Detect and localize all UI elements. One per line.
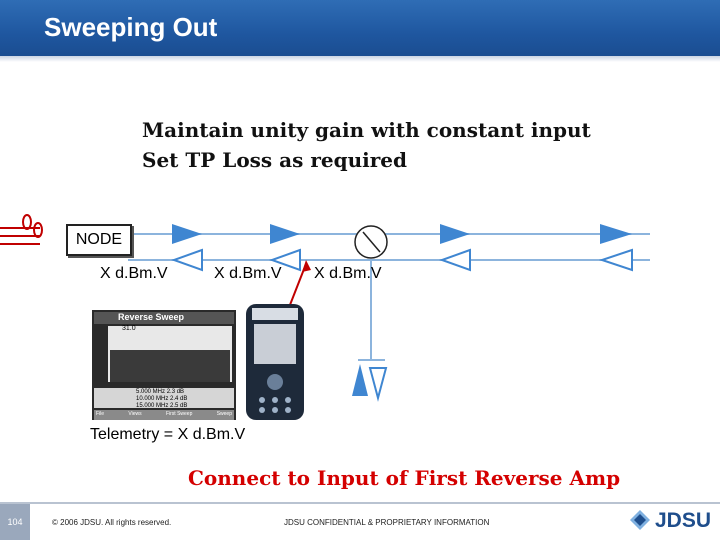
- softkey-file: File: [96, 411, 105, 417]
- confidential-text: JDSU CONFIDENTIAL & PROPRIETARY INFORMAT…: [284, 518, 490, 527]
- amplifier-icon: [171, 224, 203, 272]
- footer-divider: [0, 502, 720, 504]
- level-label: X d.Bm.V: [314, 265, 382, 282]
- instruction-line-2: Set TP Loss as required: [142, 148, 407, 172]
- level-label: X d.Bm.V: [214, 265, 282, 282]
- telemetry-label: Telemetry = X d.Bm.V: [90, 426, 246, 443]
- screen-row: 15.000 MHz 2.5 dB: [136, 403, 188, 409]
- softkey-first-sweep: First Sweep: [165, 411, 193, 417]
- screen-row: 5.000 MHz 2.3 dB: [136, 389, 185, 395]
- title-bar-shadow: [0, 56, 720, 62]
- sweep-screen-image: [92, 310, 236, 420]
- level-label: X d.Bm.V: [100, 265, 168, 282]
- amplifier-icon: [352, 364, 388, 402]
- network-diagram: [0, 214, 650, 420]
- instruction-line-1: Maintain unity gain with constant input: [142, 118, 591, 142]
- amplifier-icon: [269, 224, 301, 272]
- screen-row: 10.000 MHz 2.4 dB: [136, 396, 188, 402]
- jdsu-logo-text: JDSU: [655, 509, 712, 532]
- softkey-views: Views: [128, 411, 142, 417]
- tap-icon: [354, 225, 388, 259]
- screen-title: Reverse Sweep: [118, 312, 185, 322]
- screen-ref-value: 31.0: [122, 325, 136, 332]
- callout-text: Connect to Input of First Reverse Amp: [188, 466, 621, 490]
- amplifier-icon: [598, 224, 633, 272]
- fiber-icon: [0, 214, 43, 245]
- softkey-sweep: Sweep: [216, 411, 232, 417]
- screen-softkeys: File Views First Sweep Sweep: [96, 411, 232, 417]
- node-box: NODE: [66, 224, 132, 256]
- jdsu-logo-icon: [630, 510, 650, 530]
- connection-arrow-icon: [287, 260, 311, 311]
- page-number: 104: [0, 504, 30, 540]
- title-bar: Sweeping Out: [0, 0, 720, 56]
- page-title: Sweeping Out: [44, 12, 218, 42]
- amplifier-icon: [439, 224, 471, 272]
- copyright-text: © 2006 JDSU. All rights reserved.: [52, 518, 172, 527]
- handheld-meter-image: [246, 304, 304, 420]
